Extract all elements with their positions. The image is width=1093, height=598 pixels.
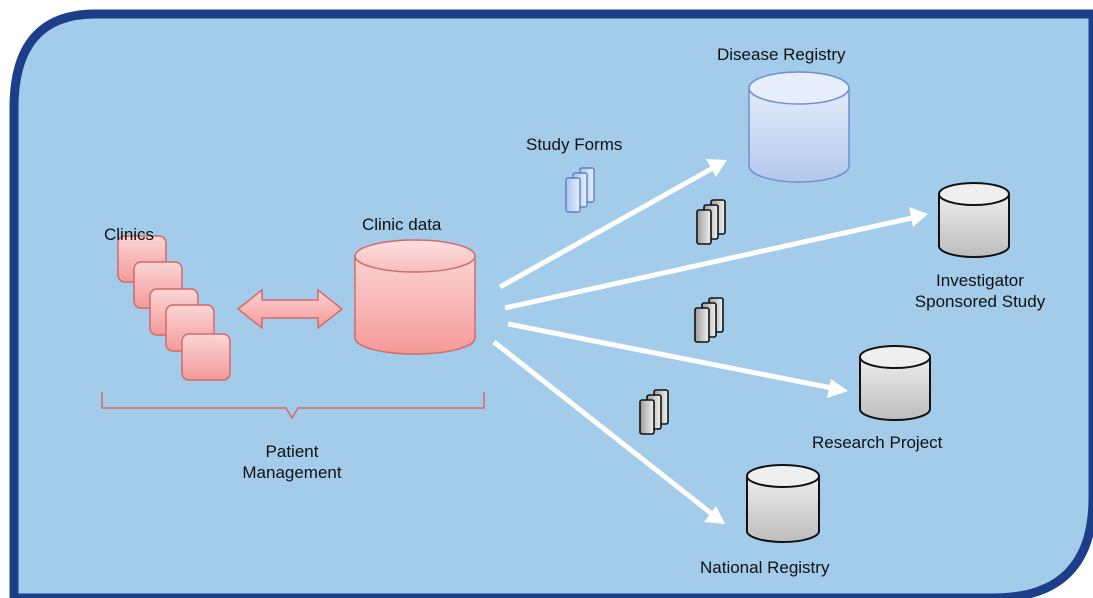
arrowhead bbox=[704, 506, 725, 524]
label-patient-line1: Patient bbox=[265, 442, 319, 461]
label-clinic-data: Clinic data bbox=[362, 215, 442, 234]
arrowhead bbox=[706, 159, 727, 177]
double-arrow-icon bbox=[236, 288, 344, 330]
disease-registry-database-icon bbox=[748, 71, 850, 183]
label-disease-registry: Disease Registry bbox=[717, 45, 846, 64]
label-patient-line2: Management bbox=[242, 463, 342, 482]
arrow-to-disease-registry bbox=[498, 165, 715, 290]
label-investigator-study: Investigator Sponsored Study bbox=[900, 270, 1060, 312]
label-investigator-line1: Investigator bbox=[936, 271, 1024, 290]
clinic-data-database-icon bbox=[354, 239, 476, 355]
label-patient-management: Patient Management bbox=[212, 441, 372, 483]
arrowhead bbox=[909, 207, 928, 227]
arrowhead bbox=[827, 379, 848, 398]
arrow-to-investigator-study bbox=[504, 215, 913, 311]
patient-management-bracket bbox=[101, 392, 485, 420]
research-project-database-icon bbox=[859, 345, 931, 421]
clinic-card-icon bbox=[181, 333, 231, 381]
arrow-to-research-project bbox=[507, 321, 833, 391]
label-investigator-line2: Sponsored Study bbox=[914, 292, 1046, 311]
clinics-stack bbox=[117, 235, 231, 381]
arrow-to-national-registry bbox=[492, 340, 714, 516]
label-study-forms: Study Forms bbox=[526, 135, 623, 154]
flow-arrows bbox=[492, 165, 913, 516]
label-research-project: Research Project bbox=[812, 433, 943, 452]
national-registry-database-icon bbox=[746, 464, 820, 543]
label-clinics: Clinics bbox=[104, 225, 155, 244]
investigator-study-database-icon bbox=[938, 182, 1010, 258]
label-national-registry: National Registry bbox=[700, 558, 830, 577]
